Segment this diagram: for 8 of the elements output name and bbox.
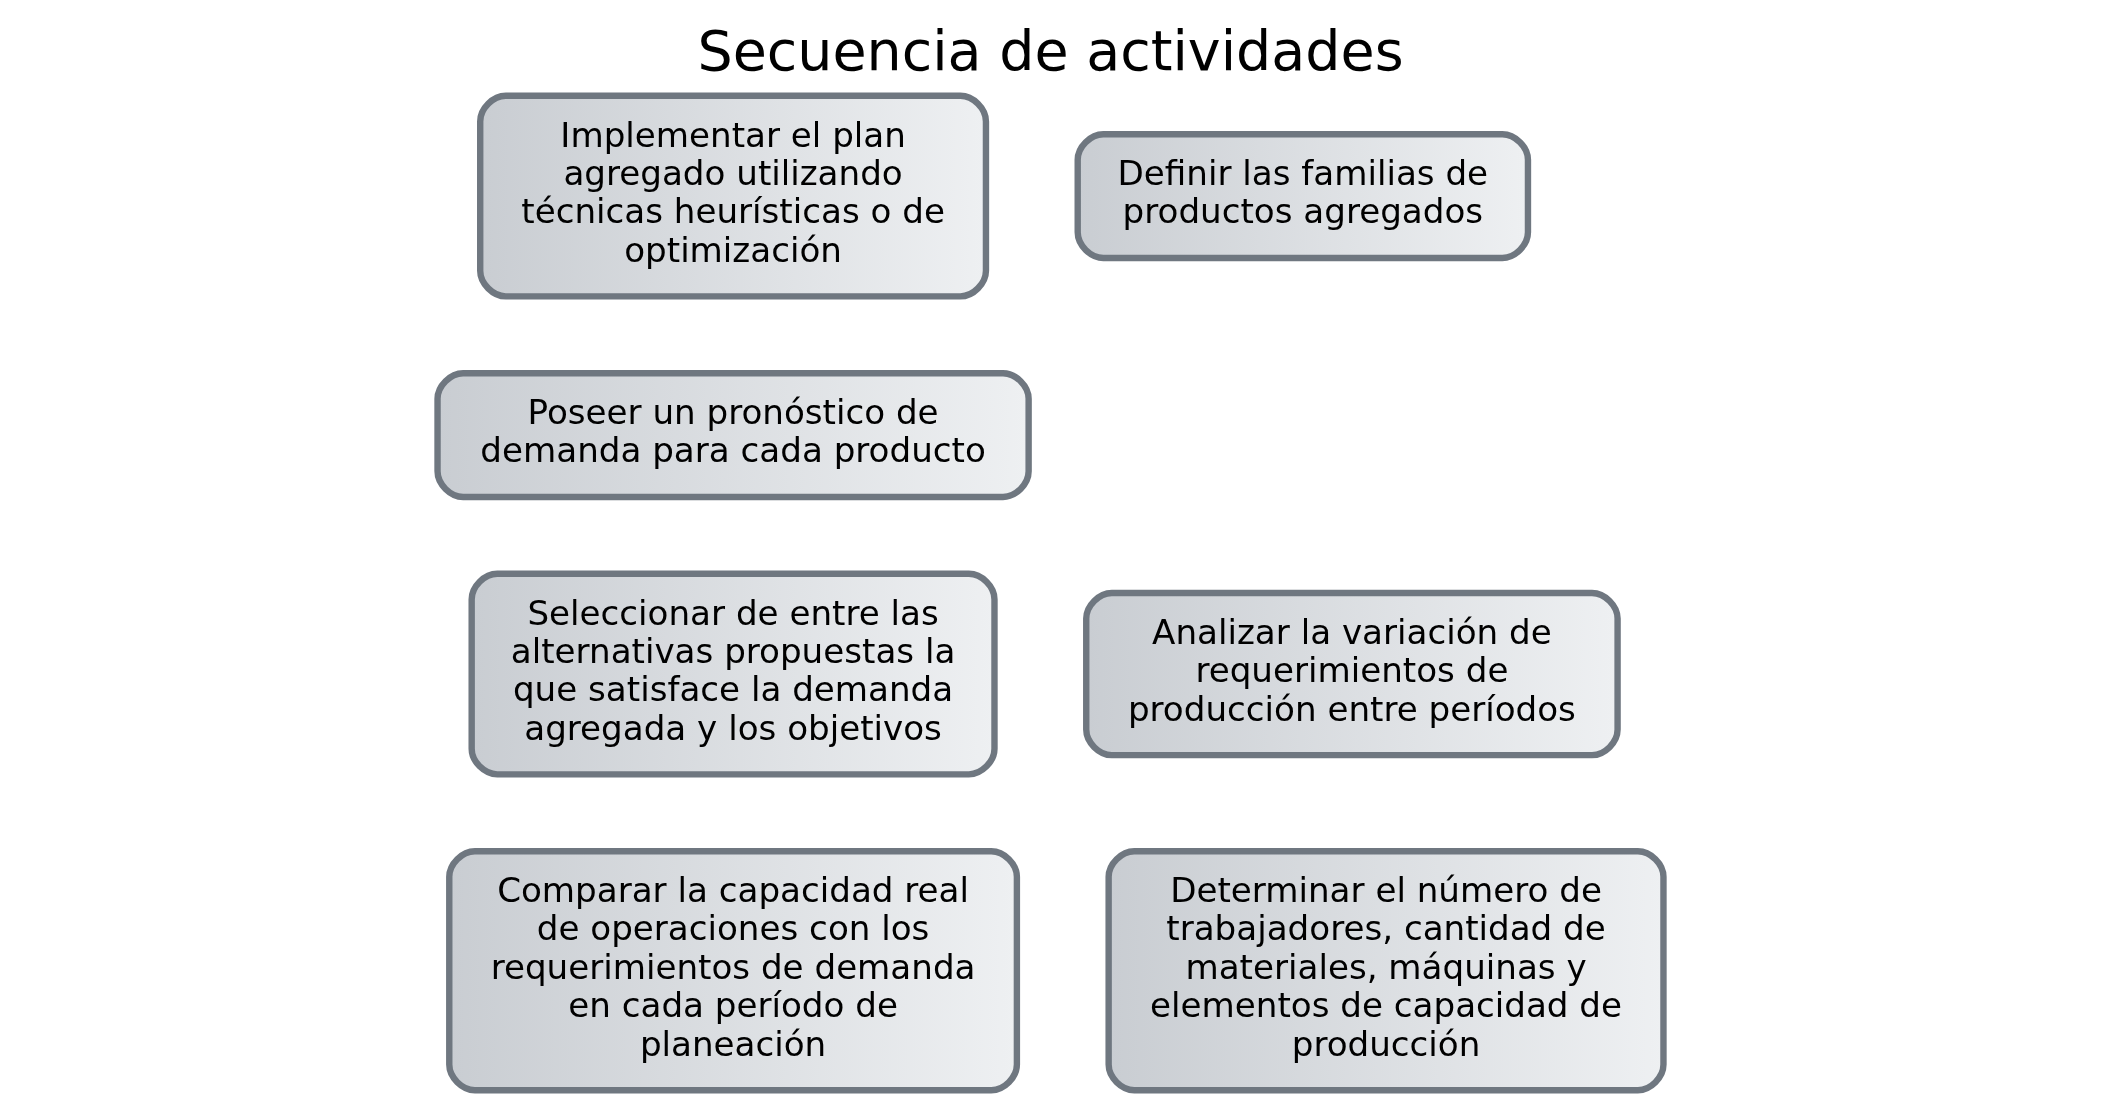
node-box: Seleccionar de entre las alternativas propuestas la que satisface la demanda agregada y los objetivos: [468, 570, 998, 778]
diagram-title: Secuencia de actividades: [697, 18, 1404, 83]
node-box: Definir las familias de productos agregados: [1074, 131, 1532, 262]
node-box: Analizar la variación de requerimientos de producción entre períodos: [1083, 589, 1621, 759]
node-box: Poseer un pronóstico de demanda para cada producto: [434, 370, 1032, 501]
node-box: Implementar el plan agregado utilizando técnicas heurísticas o de optimización: [477, 92, 990, 300]
node-box: Determinar el número de trabajadores, cantidad de materiales, máquinas y elementos de capacidad de producción: [1105, 847, 1667, 1094]
node-box: Comparar la capacidad real de operaciones con los requerimientos de demanda en cada período de planeación: [446, 847, 1021, 1094]
